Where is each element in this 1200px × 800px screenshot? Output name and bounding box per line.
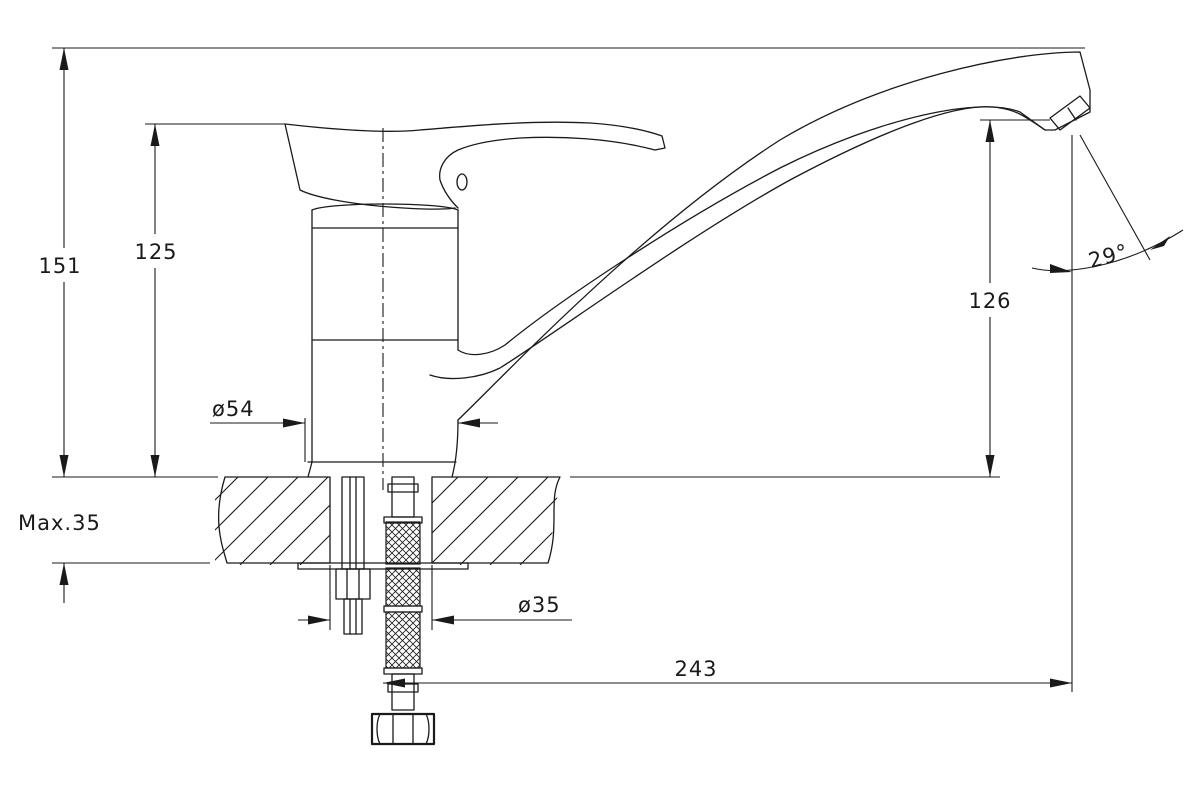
spout xyxy=(429,51,1091,421)
dim-hole-diameter: ø35 xyxy=(298,565,572,630)
flexible-hose xyxy=(370,476,436,746)
hole-diameter-label: ø35 xyxy=(518,593,561,617)
total-height-label: 151 xyxy=(38,254,81,278)
dim-total-height: 151 xyxy=(30,47,1085,478)
lever-handle xyxy=(284,121,666,210)
spout-angle-label: 29° xyxy=(1086,239,1131,273)
countertop-section xyxy=(215,476,561,570)
spout-reach-label: 243 xyxy=(674,657,717,681)
body-diameter-label: ø54 xyxy=(212,397,255,421)
dim-spout-reach: 243 xyxy=(383,135,1073,692)
max-thickness-label: Max.35 xyxy=(18,511,101,535)
spout-height-label: 126 xyxy=(968,289,1011,313)
dim-spout-angle: 29° xyxy=(1031,134,1184,273)
body-height-label: 125 xyxy=(134,240,177,264)
mounting-stud xyxy=(335,476,371,635)
dim-body-diameter: ø54 xyxy=(210,397,498,462)
dim-body-height: 125 xyxy=(125,123,285,477)
dim-max-thickness: Max.35 xyxy=(18,511,210,603)
dim-spout-height: 126 xyxy=(570,119,1050,478)
faucet-body xyxy=(307,203,459,478)
